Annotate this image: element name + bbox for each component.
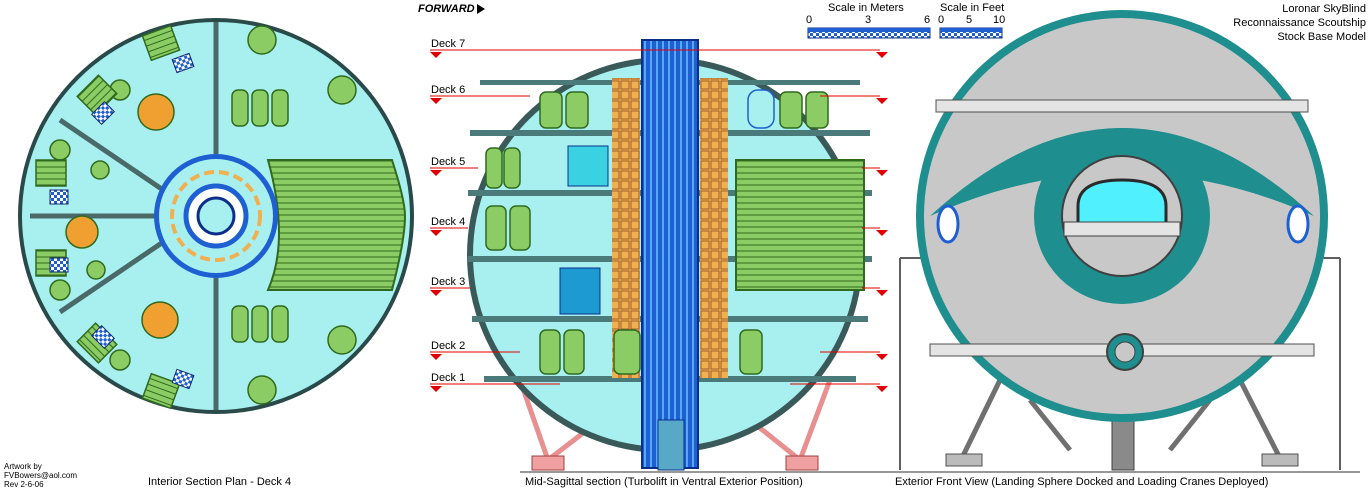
front-view-caption: Exterior Front View (Landing Sphere Dock… [895,476,1269,488]
credit-line-1: Artwork by [4,462,42,471]
scale-meters-title: Scale in Meters [828,2,904,14]
deck-2-label: Deck 2 [431,340,466,352]
deck-3-label: Deck 3 [431,276,466,288]
scale-feet-title: Scale in Feet [940,2,1005,14]
exterior-front-view [899,10,1341,471]
title-line-1: Loronar SkyBlind [1282,3,1366,15]
scale-feet-tick-5: 5 [966,14,973,26]
deck-6-marker-right [876,98,888,104]
deck-3-marker-left [430,290,442,296]
deck-6-label: Deck 6 [431,84,466,96]
deck-markers [430,49,880,385]
credit-line-3: Rev 2-6-06 [4,480,44,489]
scale-meters-tick-0: 0 [806,14,813,26]
deck-4-marker-right [876,230,888,236]
deck-2-marker-left [430,354,442,360]
title-line-2: Reconnaissance Scoutship [1233,17,1366,29]
scale-bar-meters [807,27,931,39]
deck-plan-view [18,18,414,414]
deck-7-marker-left [430,52,442,58]
deck-4-marker-left [430,230,442,236]
deck-5-marker-right [876,170,888,176]
deck-4-label: Deck 4 [431,216,466,228]
deck-2-marker-right [876,354,888,360]
plan-caption: Interior Section Plan - Deck 4 [148,476,292,488]
deck-7-label: Deck 7 [431,38,466,50]
scale-meters-tick-6: 6 [924,14,931,26]
deck-1-marker-left [430,386,442,392]
scale-feet-tick-0: 0 [938,14,945,26]
title-line-3: Stock Base Model [1277,31,1366,43]
mid-sagittal-section [467,39,872,471]
scale-meters-tick-3: 3 [865,14,872,26]
deck-1-label: Deck 1 [431,372,466,384]
deck-5-marker-left [430,170,442,176]
section-caption: Mid-Sagittal section (Turbolift in Ventr… [525,476,803,488]
forward-arrow-icon [477,4,485,14]
credit-line-2: FVBowers@aol.com [4,471,78,480]
scale-feet-tick-10: 10 [993,14,1006,26]
forward-label: FORWARD [418,3,475,15]
deck-1-marker-right [876,386,888,392]
deck-3-marker-right [876,290,888,296]
deck-6-marker-left [430,98,442,104]
scale-bar-feet [939,27,1003,39]
deck-7-marker-right [876,52,888,58]
deck-5-label: Deck 5 [431,156,466,168]
